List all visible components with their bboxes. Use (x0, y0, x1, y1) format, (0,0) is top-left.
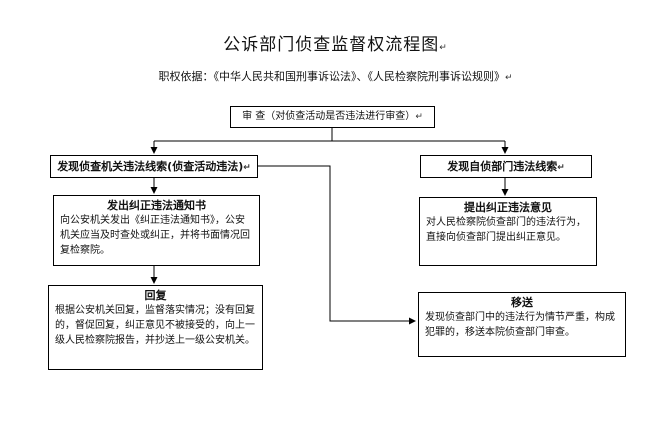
left-branch-text: 发现侦查机关违法线索(侦查活动违法) (57, 160, 244, 173)
opinion-heading: 提出纠正违法意见 (464, 201, 552, 214)
legal-basis-text: 职权依据：《中华人民共和国刑事诉讼法》、《人民检察院刑事诉讼规则》 (158, 70, 505, 83)
reply-heading: 回复 (144, 289, 167, 302)
transfer-text: 发现侦查部门中的违法行为情节严重，构成犯罪的，移送本院侦查部门审查。 (425, 312, 615, 338)
notice-text: 向公安机关发出《纠正违法通知书》，公安机关应当及时查处或纠正，并将书面情况回复检… (60, 215, 250, 256)
opinion-box: 提出纠正违法意见 对人民检察院侦查部门的违法行为，直接向侦查部门提出纠正意见。 (419, 197, 597, 266)
return-mark: ↵ (557, 163, 565, 173)
arrow-to-transfer (258, 165, 416, 325)
reply-text: 根据公安机关回复，监督落实情况；没有回复的，督促回复，纠正意见不被接受的，向上一… (55, 305, 255, 346)
right-branch-box: 发现自侦部门违法线索↵ (420, 155, 592, 178)
transfer-box: 移送 发现侦查部门中的违法行为情节严重，构成犯罪的，移送本院侦查部门审查。 (418, 292, 626, 357)
return-mark: ↵ (415, 112, 423, 122)
left-branch-box: 发现侦查机关违法线索(侦查活动违法)↵ (50, 155, 258, 178)
legal-basis: 职权依据：《中华人民共和国刑事诉讼法》、《人民检察院刑事诉讼规则》↵ (0, 68, 671, 84)
return-mark: ↵ (439, 43, 448, 53)
right-branch-text: 发现自侦部门违法线索 (447, 160, 558, 173)
notice-heading: 发出纠正违法通知书 (107, 199, 206, 212)
opinion-text: 对人民检察院侦查部门的违法行为，直接向侦查部门提出纠正意见。 (426, 217, 586, 243)
return-mark: ↵ (504, 73, 513, 83)
return-mark: ↵ (243, 163, 251, 173)
review-box: 审 查（对侦查活动是否违法进行审查）↵ (230, 106, 435, 128)
diagram-title: 公诉部门侦查监督权流程图↵ (0, 30, 671, 55)
diagram-title-text: 公诉部门侦查监督权流程图 (223, 35, 440, 55)
notice-box: 发出纠正违法通知书 向公安机关发出《纠正违法通知书》，公安机关应当及时查处或纠正… (53, 195, 260, 266)
review-text: 审 查（对侦查活动是否违法进行审查） (242, 111, 416, 122)
reply-box: 回复 根据公安机关回复，监督落实情况；没有回复的，督促回复，纠正意见不被接受的，… (48, 285, 263, 370)
transfer-heading: 移送 (511, 296, 533, 309)
